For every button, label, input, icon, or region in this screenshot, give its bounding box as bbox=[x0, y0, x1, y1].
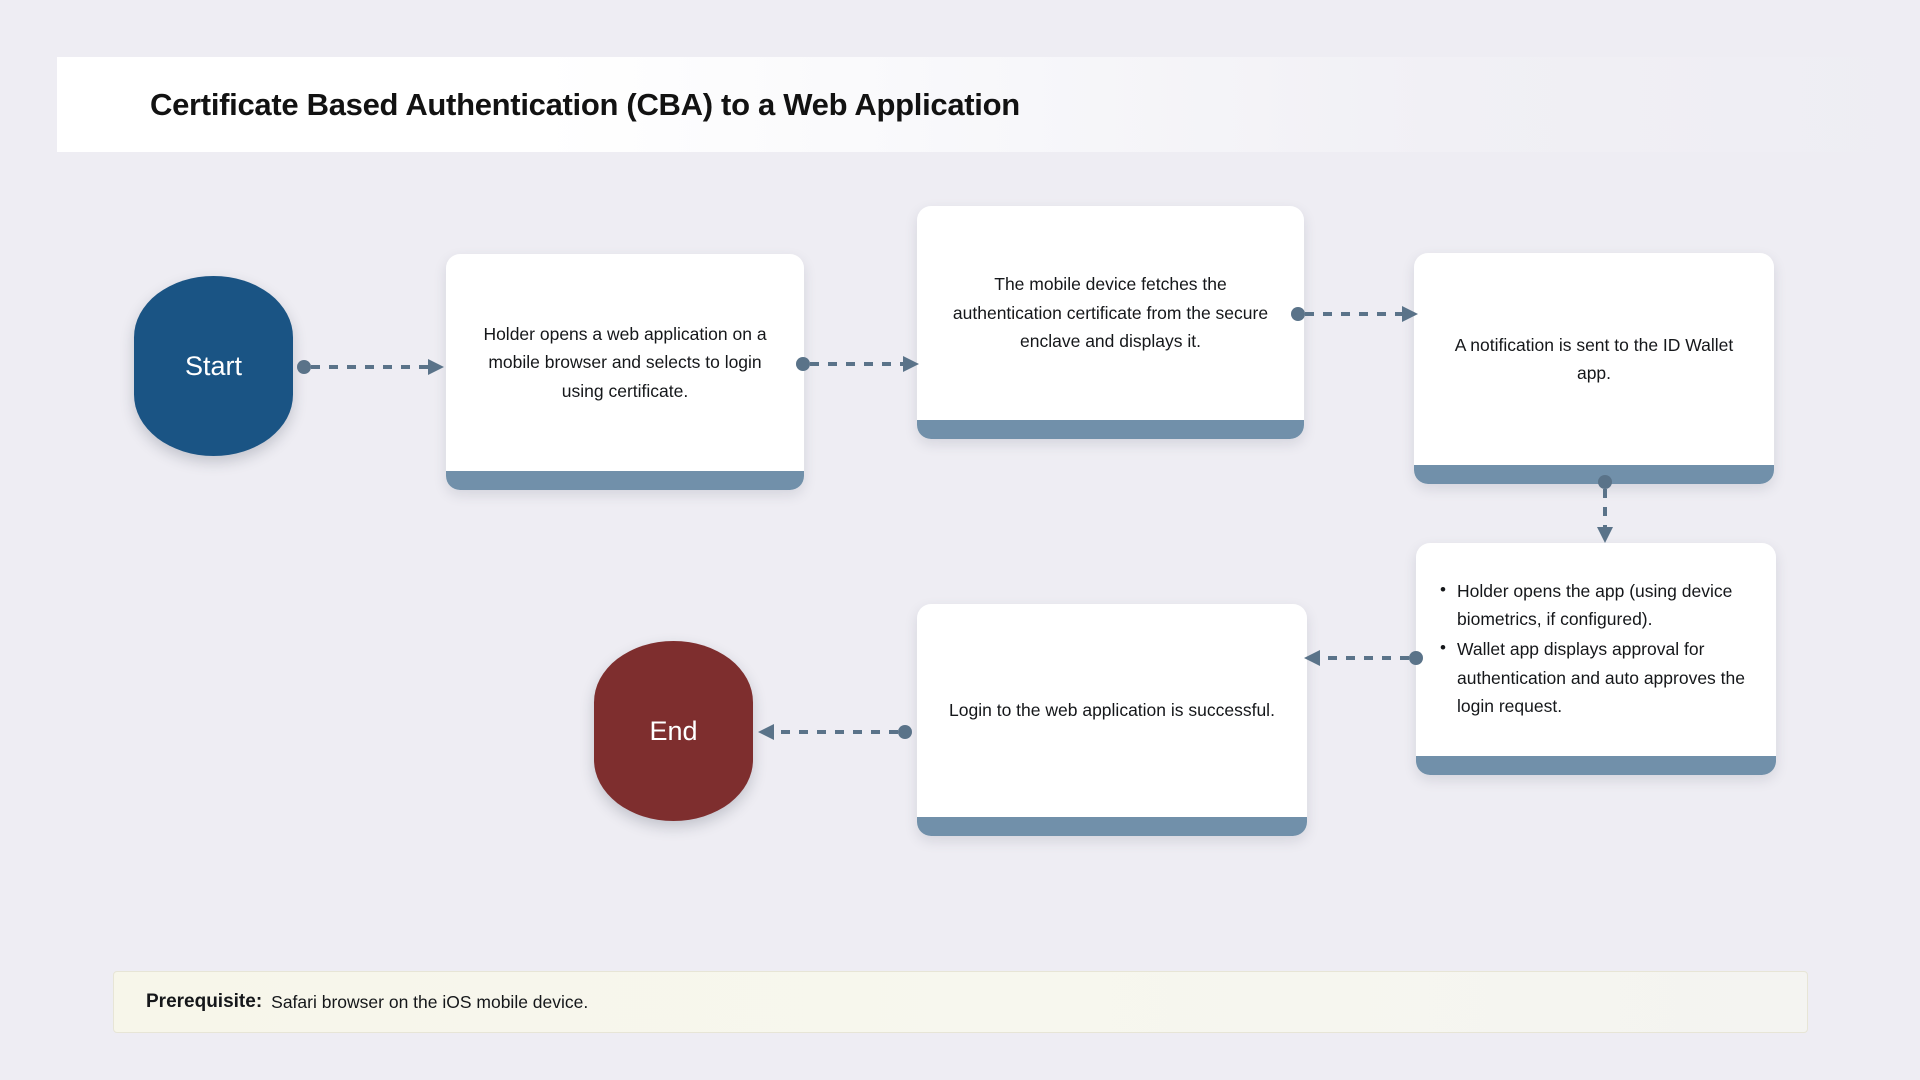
process-box-footer-accent bbox=[917, 817, 1307, 836]
process-box-step-2: The mobile device fetches the authentica… bbox=[917, 206, 1304, 439]
connector-start-to-step-1 bbox=[297, 358, 449, 376]
process-box-body: Login to the web application is successf… bbox=[917, 604, 1307, 817]
process-box-footer-accent bbox=[917, 420, 1304, 439]
end-node-label: End bbox=[649, 715, 698, 746]
step-4-bullet-list: Holder opens the app (using device biome… bbox=[1438, 576, 1754, 723]
process-box-step-4: Holder opens the app (using device biome… bbox=[1416, 543, 1776, 775]
title-banner bbox=[57, 57, 1920, 152]
process-box-step-5: Login to the web application is successf… bbox=[917, 604, 1307, 836]
list-item: Wallet app displays approval for authent… bbox=[1438, 634, 1754, 720]
list-item: Holder opens the app (using device biome… bbox=[1438, 576, 1754, 634]
process-box-body: A notification is sent to the ID Wallet … bbox=[1414, 253, 1774, 465]
process-box-footer-accent bbox=[446, 471, 804, 490]
end-node: End bbox=[594, 641, 753, 821]
connector-step-3-to-step-4 bbox=[1596, 475, 1614, 547]
process-box-body: Holder opens a web application on a mobi… bbox=[446, 254, 804, 471]
start-node-label: Start bbox=[184, 350, 243, 381]
page-title: Certificate Based Authentication (CBA) t… bbox=[150, 86, 1020, 122]
prerequisite-value: Safari browser on the iOS mobile device. bbox=[271, 991, 589, 1012]
connector-step-4-to-step-5 bbox=[1303, 649, 1423, 667]
process-box-footer-accent bbox=[1416, 756, 1776, 775]
connector-step-2-to-step-3 bbox=[1291, 305, 1423, 323]
prerequisite-bar: Prerequisite: Safari browser on the iOS … bbox=[113, 971, 1808, 1033]
process-box-footer-accent bbox=[1414, 465, 1774, 484]
process-box-body: The mobile device fetches the authentica… bbox=[917, 206, 1304, 420]
prerequisite-label: Prerequisite: bbox=[146, 991, 263, 1012]
step-1-text: Holder opens a web application on a mobi… bbox=[483, 323, 767, 401]
step-3-text: A notification is sent to the ID Wallet … bbox=[1454, 334, 1734, 383]
step-2-text: The mobile device fetches the authentica… bbox=[952, 274, 1269, 352]
process-box-body: Holder opens the app (using device biome… bbox=[1416, 543, 1776, 756]
process-box-step-3: A notification is sent to the ID Wallet … bbox=[1414, 253, 1774, 484]
process-box-step-1: Holder opens a web application on a mobi… bbox=[446, 254, 804, 490]
connector-step-1-to-step-2 bbox=[796, 355, 924, 373]
connector-step-5-to-end bbox=[757, 723, 912, 741]
step-5-text: Login to the web application is successf… bbox=[949, 700, 1275, 721]
start-node: Start bbox=[134, 276, 293, 456]
